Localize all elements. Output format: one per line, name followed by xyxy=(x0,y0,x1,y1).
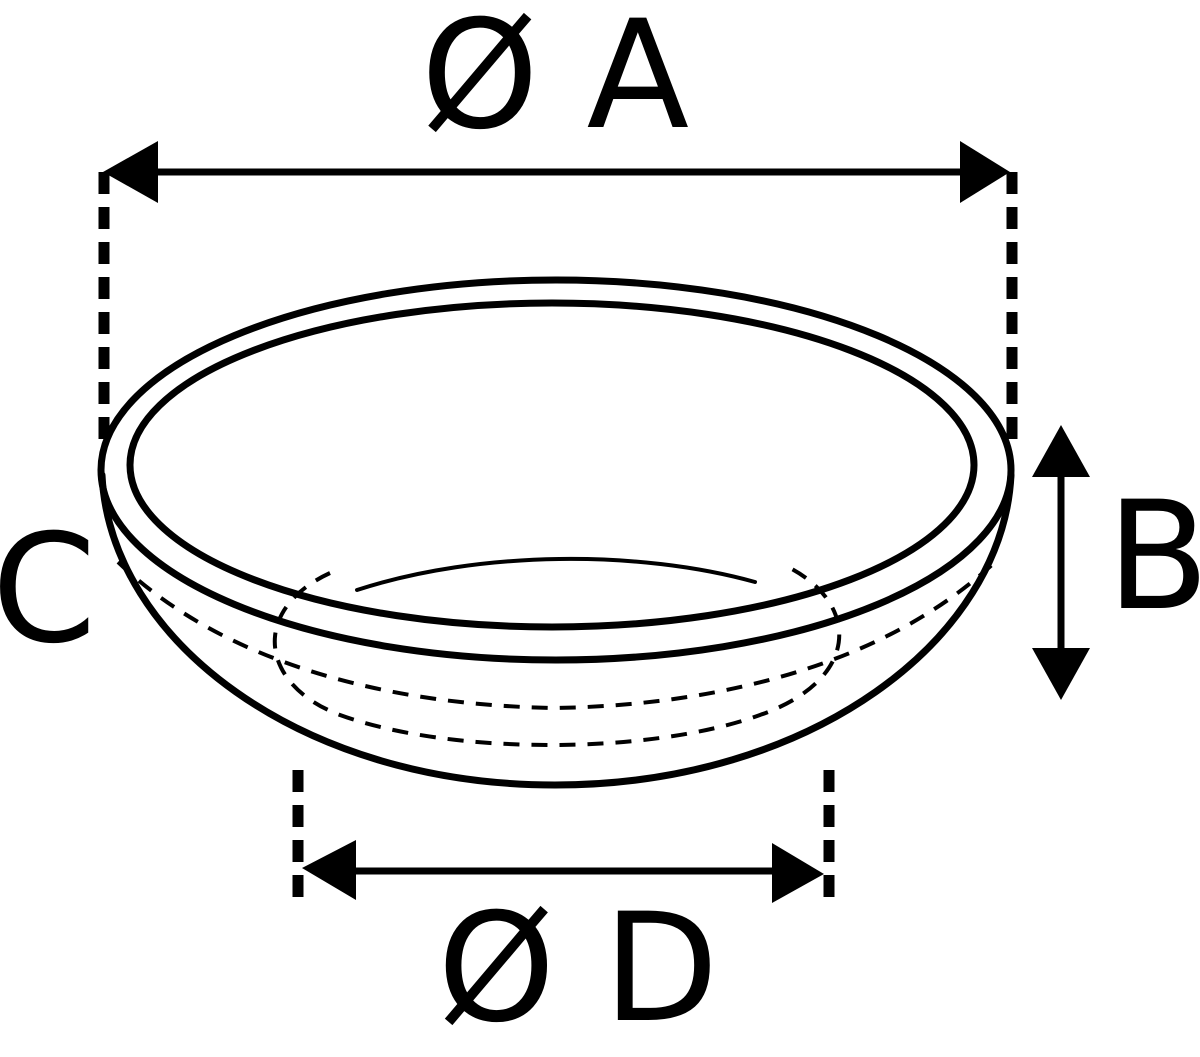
bowl-inner-rim xyxy=(126,299,978,631)
dimension-d-arrow-left xyxy=(302,840,356,900)
bowl-outer-rim xyxy=(97,276,1015,664)
label-side-c: C xyxy=(0,503,96,677)
label-diameter-d: Ø D xyxy=(437,882,718,1056)
dimension-a-arrow-left xyxy=(103,141,158,203)
bowl-inner-bottom-edge xyxy=(355,556,757,592)
hidden-inner-foot xyxy=(273,566,842,747)
label-height-b: B xyxy=(1107,470,1200,644)
dimension-a xyxy=(98,141,1018,445)
dimension-b xyxy=(1032,425,1090,700)
hidden-outer-curve xyxy=(116,560,997,711)
dimension-b-arrow-bottom xyxy=(1032,648,1090,700)
dimension-a-arrow-right xyxy=(960,141,1010,203)
hidden-lines xyxy=(116,560,997,747)
bowl-body xyxy=(97,276,1015,789)
dimension-d-arrow-right xyxy=(772,843,824,903)
bowl-outer-bottom xyxy=(98,471,1015,789)
dimension-d xyxy=(292,770,835,905)
dimension-b-arrow-top xyxy=(1032,425,1090,477)
label-diameter-a: Ø A xyxy=(421,0,689,163)
